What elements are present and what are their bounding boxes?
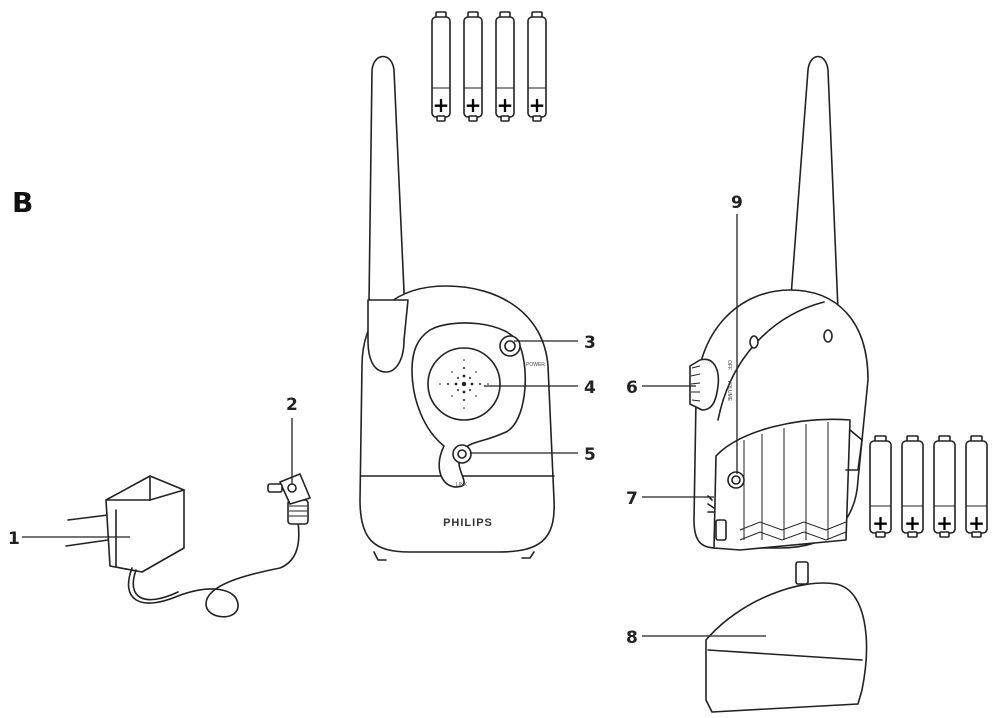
battery: +: [933, 435, 956, 538]
battery-plus-sign: +: [497, 93, 514, 117]
callout-9: 9: [731, 193, 743, 213]
battery-plus-sign: +: [936, 511, 953, 535]
battery: +: [495, 11, 515, 122]
power-led-text: POWER: [526, 362, 545, 368]
callout-leaders: [22, 214, 766, 637]
battery: +: [901, 435, 924, 538]
baby-unit-back: OFF VOLUME: [689, 55, 869, 551]
battery-plus-sign: +: [904, 511, 921, 535]
battery-plus-sign: +: [433, 93, 450, 117]
callout-5: 5: [584, 445, 596, 465]
battery-plus-sign: +: [465, 93, 482, 117]
callout-3: 3: [584, 333, 596, 353]
callout-4: 4: [584, 378, 596, 398]
callout-7: 7: [626, 489, 638, 509]
battery-cover: [705, 561, 868, 713]
battery-plus-sign: +: [872, 511, 889, 535]
callout-2: 2: [286, 395, 298, 415]
battery-set-top: + + + +: [431, 11, 547, 122]
battery: +: [527, 11, 547, 122]
battery: +: [463, 11, 483, 122]
speaker-grille: [439, 359, 489, 409]
baby-unit-front: POWER LINK PHILIPS: [359, 55, 555, 561]
power-adapter: [65, 473, 311, 618]
callout-6: 6: [626, 378, 638, 398]
link-button-text: LINK: [456, 482, 468, 488]
battery: +: [965, 435, 988, 538]
callout-8: 8: [626, 628, 638, 648]
battery-plus-sign: +: [968, 511, 985, 535]
battery: +: [431, 11, 451, 122]
battery: +: [869, 435, 892, 538]
section-letter: B: [12, 186, 33, 219]
volume-off-text: OFF: [726, 360, 732, 370]
battery-plus-sign: +: [529, 93, 546, 117]
volume-text: VOLUME: [726, 380, 732, 402]
battery-set-side: + + + +: [869, 435, 988, 538]
brand-logo-text: PHILIPS: [443, 517, 493, 529]
callout-1: 1: [8, 529, 20, 549]
